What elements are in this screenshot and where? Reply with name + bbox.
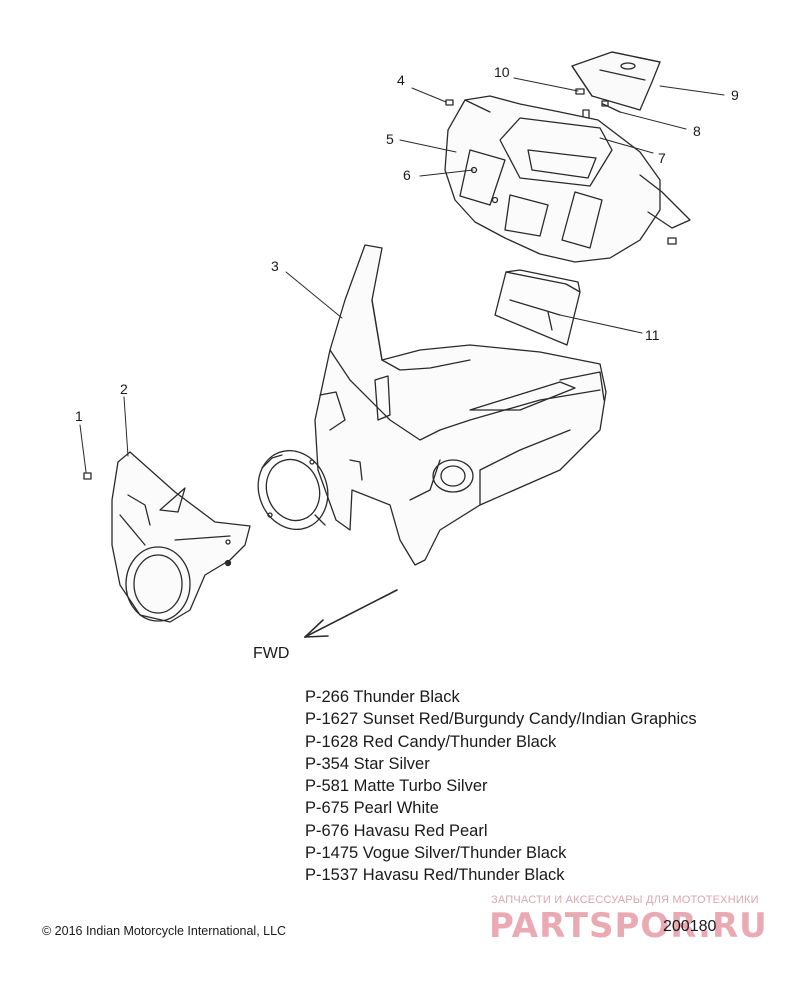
part-9-cover <box>571 51 661 111</box>
watermark-logo: PARTSPOR.RU <box>489 906 768 946</box>
color-code-item: P-1475 Vogue Silver/Thunder Black <box>305 844 567 863</box>
figure-number: 200180 <box>663 918 717 935</box>
callout-7: 7 <box>658 150 666 166</box>
color-code-item: P-266 Thunder Black <box>305 688 460 706</box>
callout-9: 9 <box>731 87 739 103</box>
headlight-trim-ring <box>257 450 329 530</box>
callout-3: 3 <box>271 258 279 274</box>
callout-4: 4 <box>397 72 405 88</box>
color-code-item: P-675 Pearl White <box>305 799 439 818</box>
color-code-item: P-581 Matte Turbo Silver <box>305 777 488 796</box>
fwd-label: FWD <box>253 645 290 662</box>
color-code-item: P-676 Havasu Red Pearl <box>305 821 488 840</box>
part-1-screw <box>83 472 92 480</box>
part-5-inner-fairing <box>444 95 691 263</box>
callout-5: 5 <box>386 131 394 147</box>
callout-6: 6 <box>403 167 411 183</box>
color-code-list: P-266 Thunder Black P-1627 Sunset Red/Bu… <box>305 686 697 887</box>
watermark-tagline: ЗАПЧАСТИ И АКСЕССУАРЫ ДЛЯ МОТОТЕХНИКИ <box>491 894 759 906</box>
color-code-item: P-1537 Havasu Red/Thunder Black <box>305 866 565 885</box>
color-code-item: P-1627 Sunset Red/Burgundy Candy/Indian … <box>305 710 697 729</box>
callout-1: 1 <box>75 408 83 424</box>
part-11-pocket <box>494 269 581 346</box>
callout-10: 10 <box>494 64 510 80</box>
leader-lines <box>79 77 725 473</box>
callout-11: 11 <box>645 327 660 343</box>
part-10-8-7-hardware <box>575 88 621 119</box>
callout-2: 2 <box>120 381 128 397</box>
color-code-item: P-1628 Red Candy/Thunder Black <box>305 732 557 751</box>
color-code-item: P-354 Star Silver <box>305 754 430 773</box>
part-3-outer-fairing <box>314 244 607 566</box>
fwd-arrow <box>304 589 398 638</box>
copyright-notice: © 2016 Indian Motorcycle International, … <box>42 924 287 938</box>
callout-8: 8 <box>693 123 701 139</box>
part-2-nacelle-bezel <box>111 451 251 623</box>
